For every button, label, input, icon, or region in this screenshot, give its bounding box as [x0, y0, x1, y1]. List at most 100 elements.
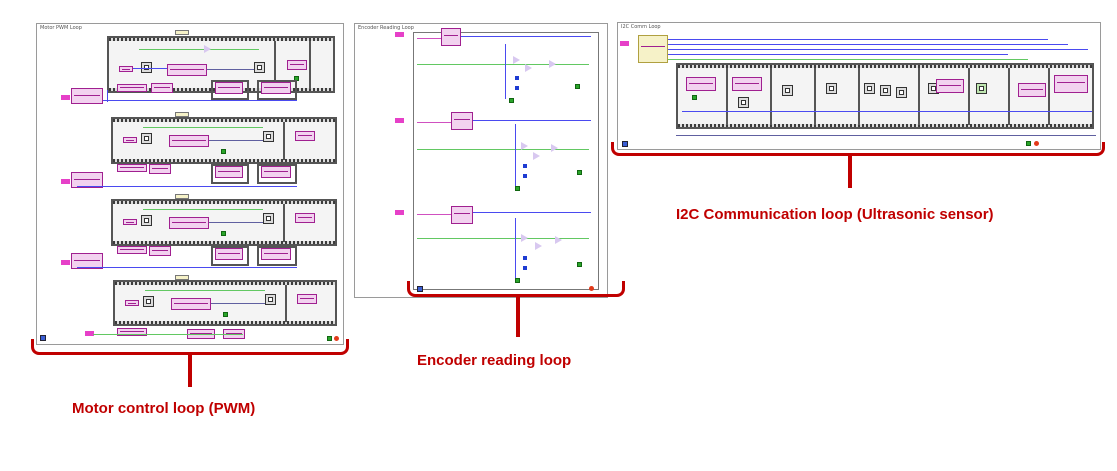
motor-4-case-structure [113, 280, 337, 326]
sequence-frame [968, 68, 970, 125]
encoder-config-node [441, 28, 461, 46]
i2c-communication-loop-panel: I2C Comm Loop [617, 22, 1101, 150]
daq-node [119, 66, 133, 72]
enable-node [117, 246, 147, 254]
encoder-1-input-terminal [395, 32, 404, 37]
signal-wire [209, 222, 263, 223]
signal-wire [515, 124, 516, 189]
case-selector [175, 112, 189, 117]
motor-output-node [167, 64, 207, 76]
signal-wire [668, 49, 1088, 50]
pwm-write-node [295, 213, 315, 223]
signal-wire [668, 44, 1068, 45]
pwm-write-node [295, 131, 315, 141]
enable-frame [211, 246, 249, 266]
signal-wire [505, 44, 506, 99]
sequence-frame [1048, 68, 1050, 125]
daq-node [123, 137, 137, 143]
direction-node [215, 248, 243, 260]
signal-wire [682, 111, 1092, 112]
boolean-wire [668, 59, 1028, 60]
stop-icon [1034, 141, 1039, 146]
case-selector [175, 30, 189, 35]
signal-wire [207, 69, 254, 70]
pulse-config-node [71, 88, 103, 104]
compare-node [535, 242, 542, 250]
string-wire [417, 122, 451, 123]
sequence-frame [283, 122, 285, 160]
signal-wire [107, 90, 108, 102]
position-indicator [577, 170, 582, 175]
compare-node [525, 64, 532, 72]
loop-condition-terminal [1026, 141, 1031, 146]
signal-wire [77, 100, 297, 101]
i2c-read-node [732, 77, 762, 91]
encoder-bracket [407, 281, 625, 297]
string-wire [417, 38, 441, 39]
signal-wire [676, 135, 1096, 136]
enable-node [149, 164, 171, 174]
encoder-bracket-stem [516, 297, 520, 337]
enable-input-terminal [85, 331, 94, 336]
position-indicator [515, 278, 520, 283]
i2c-bracket [611, 142, 1105, 156]
encoder-while-loop [413, 32, 599, 290]
i2c-address-cluster [638, 35, 668, 63]
boolean-wire [417, 238, 589, 239]
calc-icon [880, 85, 891, 96]
position-indicator [515, 186, 520, 191]
stop-icon [334, 336, 339, 341]
motor-1-input-terminal [61, 95, 70, 100]
motor-bracket [31, 339, 349, 355]
pulse-config-node [71, 253, 103, 269]
sequence-frame [283, 204, 285, 242]
compare-node [533, 152, 540, 160]
wait-timer-icon [263, 213, 274, 224]
signal-wire [668, 54, 1008, 55]
compare-node [555, 236, 562, 244]
encoder-panel-title: Encoder Reading Loop [358, 25, 414, 31]
loop-iteration-terminal [40, 335, 46, 341]
numeric-constant [523, 266, 527, 270]
direction-node [261, 82, 291, 94]
direction-node [261, 166, 291, 178]
motor-bracket-stem [188, 355, 192, 387]
direction-node [215, 82, 243, 94]
wait-timer-icon [141, 215, 152, 226]
enable-node [117, 164, 147, 172]
signal-wire [461, 36, 591, 37]
enable-node [149, 246, 171, 256]
wait-timer-icon [782, 85, 793, 96]
distance-node [936, 79, 964, 93]
signal-wire [133, 68, 167, 69]
boolean-wire [93, 334, 243, 335]
encoder-2-input-terminal [395, 118, 404, 123]
sequence-frame [814, 68, 816, 125]
signal-wire [473, 120, 591, 121]
direction-node [261, 248, 291, 260]
compare-node [521, 142, 528, 150]
sequence-frame [1008, 68, 1010, 125]
distance-icon [976, 83, 987, 94]
position-indicator [577, 262, 582, 267]
encoder-config-node [451, 112, 473, 130]
encoder-3-input-terminal [395, 210, 404, 215]
direction-frame [257, 164, 297, 184]
string-wire [417, 214, 451, 215]
compare-node [513, 56, 520, 64]
boolean-wire [417, 149, 589, 150]
motor-3-case-structure [111, 199, 337, 246]
position-indicator [575, 84, 580, 89]
loop-iteration-terminal [622, 141, 628, 147]
ultrasonic-read-node [1018, 83, 1046, 97]
boolean-wire [417, 64, 589, 65]
encoder-config-node [451, 206, 473, 224]
boolean-wire [145, 290, 265, 291]
numeric-constant [523, 164, 527, 168]
motor-1-case-structure [107, 36, 335, 93]
signal-wire [473, 212, 591, 213]
direction-frame [257, 80, 297, 100]
motor-2-input-terminal [61, 179, 70, 184]
case-selector [175, 194, 189, 199]
sequence-frame [918, 68, 920, 125]
